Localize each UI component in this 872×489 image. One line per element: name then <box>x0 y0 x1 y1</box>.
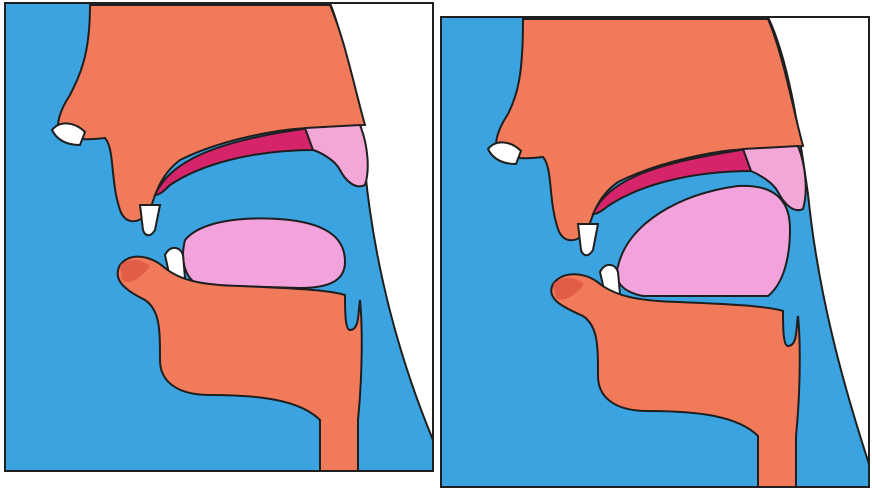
mouth-cross-section-right <box>438 14 872 489</box>
mouth-diagram-panel-left <box>0 0 437 475</box>
mouth-diagram-panel-right <box>438 14 872 489</box>
tongue <box>183 218 345 288</box>
mouth-cross-section-left <box>0 0 437 475</box>
